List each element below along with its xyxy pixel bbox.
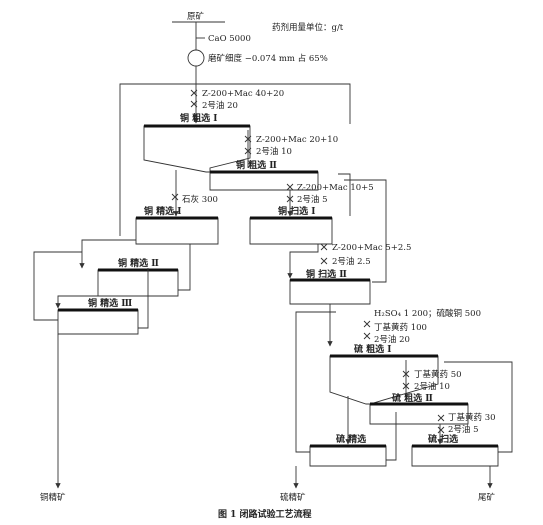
scav1-conc-return [338,173,351,216]
s-rougher1-label: 硫 粗选 Ⅰ [354,343,391,355]
cu-cleaner2-cell [97,269,179,297]
r1-reagent-1: Z-200+Mac 40+20 [202,89,284,99]
cleaner2-conc-to-cleaner3 [55,295,98,309]
cu-scav1-label: 铜 扫选 Ⅰ [278,205,315,217]
cu-scav2-cell [289,279,371,305]
reagent-marks-c1 [171,193,179,201]
s-cleaner-tail-return [386,412,397,461]
cu-scav2-label: 铜 扫选 Ⅱ [306,268,347,280]
reagent-marks-r1 [190,89,198,108]
cu-rougher2-label: 铜 粗选 Ⅱ [236,159,277,171]
figure-caption: 图 1 闭路试验工艺流程 [218,508,312,520]
s-conc-label: 硫精矿 [280,492,306,503]
cleaner2-tail-return [178,244,191,291]
sr1-reagent-1: H₂SO₄ 1 200；硫酸铜 500 [374,308,481,319]
cu-cleaner1-cell [135,217,219,245]
sr1-reagent-2: 丁基黄药 100 [374,322,427,333]
cu-rougher-cell [143,125,251,173]
reagent-marks-ss [437,414,445,434]
s-scav-conc-return [444,361,513,453]
units-note: 药剂用量单位：g/t [272,22,344,33]
reagent-marks-sr1 [363,320,371,340]
r1-reagent-2: 2号油 20 [202,100,238,111]
ss-reagent-1: 丁基黄药 30 [448,412,496,423]
s-cleaner-loop [295,311,336,453]
s1-reagent-2: 2号油 5 [297,194,328,205]
s-cleaner-cell [309,445,387,467]
s2-reagent-1: Z-200+Mac 5+2.5 [332,243,411,253]
reagent-marks-s2 [320,243,328,265]
c1-reagent-1: 石灰 300 [182,194,218,205]
cu-cleaner2-label: 铜 精选 Ⅱ [118,257,159,269]
cu-scav1-cell [249,217,333,245]
grind-label: 磨矿细度 −0.074 mm 占 65% [208,53,328,64]
s1-reagent-1: Z-200+Mac 10+5 [297,183,374,193]
cu-cleaner1-label: 铜 精选 Ⅰ [144,205,181,217]
cleaner3-tail-return [138,268,149,329]
sr2-reagent-1: 丁基黄药 50 [414,369,462,380]
cleaner3-loop [33,251,82,321]
reagent-marks-s1 [286,183,294,203]
tailings-label: 尾矿 [478,492,496,503]
sr1-reagent-3: 2号油 20 [374,334,410,345]
s2-reagent-2: 2号油 2.5 [332,256,371,267]
feed-label: 原矿 [187,11,205,22]
cu-rougher1-label: 铜 粗选 Ⅰ [180,112,217,124]
cu-conc-label: 铜精矿 [40,492,66,503]
grinding-mill-icon [187,49,205,67]
s-scav-cell [411,445,499,467]
cleaner1-conc-to-cleaner2 [79,239,136,269]
ss-reagent-2: 2号油 5 [448,424,479,435]
s-rougher2-label: 硫 粗选 Ⅱ [392,392,433,404]
r2-reagent-1: Z-200+Mac 20+10 [256,135,338,145]
sr2-reagent-2: 2号油 10 [414,381,450,392]
cao-label: CaO 5000 [208,34,251,44]
cleaner1-tail-return [119,83,351,236]
s-cleaner-label: 硫 精选 [336,433,366,445]
scav2-conc-return [344,179,387,283]
reagent-marks-r2 [244,135,252,155]
cu-cleaner3-label: 铜 精选 Ⅲ [88,297,132,309]
cu-cleaner3-cell [57,309,139,335]
r2-reagent-2: 2号油 10 [256,146,292,157]
reagent-marks-sr2 [402,370,410,390]
s-scav-label: 硫 扫选 [428,433,458,445]
scav1-tail-to-scav2 [287,244,319,279]
